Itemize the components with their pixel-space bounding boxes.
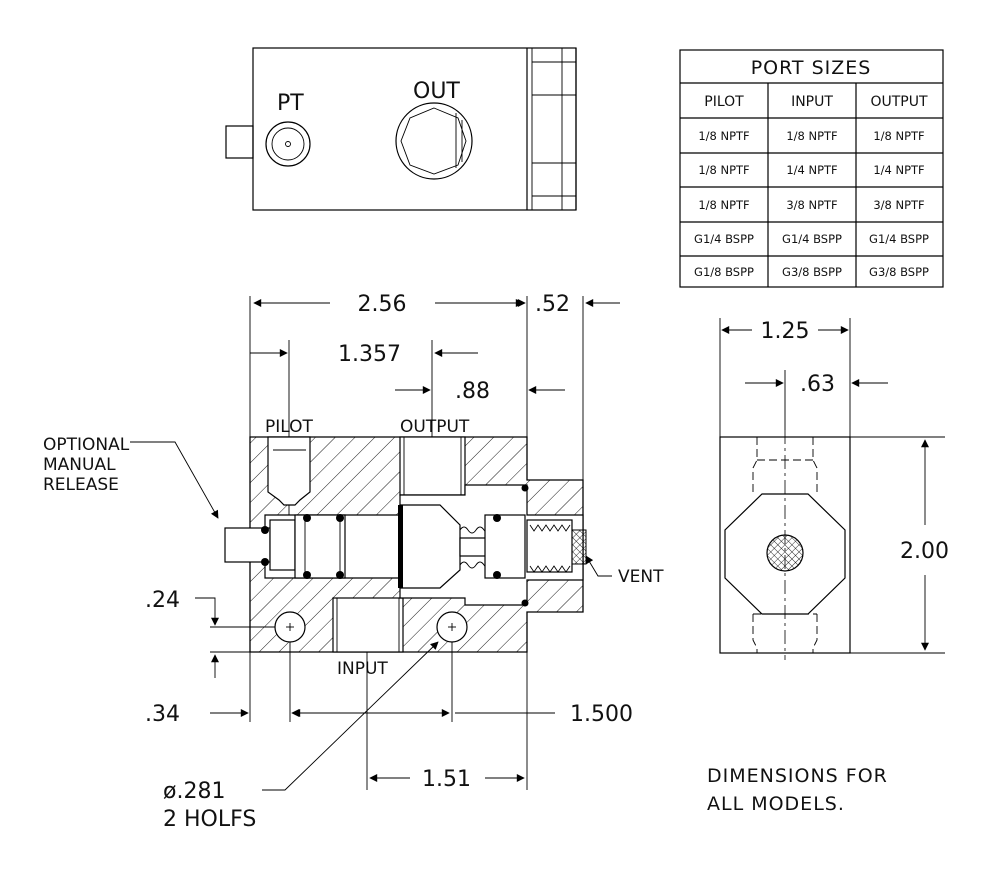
table-cell: 1/8 NPTF	[698, 163, 749, 177]
dim-height: 2.00	[900, 539, 949, 564]
o-ring	[493, 514, 501, 522]
input-port-cavity	[332, 597, 404, 653]
o-ring	[521, 484, 529, 492]
dim-input-offset: 1.51	[422, 767, 471, 792]
table-cell: 1/4 NPTF	[873, 163, 924, 177]
dim-width: 1.25	[761, 319, 810, 344]
dim-pilot-to-output: 1.357	[338, 342, 401, 367]
header-output: OUTPUT	[870, 94, 928, 110]
note-line-2: ALL MODELS.	[707, 793, 845, 815]
pilot-port-cavity	[267, 436, 311, 506]
output-label: OUTPUT	[400, 417, 470, 437]
table-cell: G3/8 BSPP	[782, 265, 842, 279]
dim-hole-edge: .34	[145, 702, 180, 727]
piston	[294, 514, 346, 579]
table-cell: 1/4 NPTF	[786, 163, 837, 177]
manual-release-label-1: OPTIONAL	[43, 435, 130, 455]
hole-count-label: 2 HOLFS	[163, 807, 256, 832]
dim-center: .63	[800, 372, 835, 397]
out-port	[395, 102, 473, 180]
dim-cap-length: .52	[535, 292, 570, 317]
port-sizes-table: PORT SIZES PILOT INPUT OUTPUT 1/8 NPTF 1…	[679, 49, 944, 288]
vent-filter	[571, 529, 587, 565]
cap-spring	[526, 519, 573, 573]
o-ring	[261, 526, 269, 534]
table-title: PORT SIZES	[751, 57, 872, 79]
input-label: INPUT	[337, 659, 388, 679]
output-port-cavity	[399, 436, 466, 496]
manual-release-label-2: MANUAL	[43, 455, 116, 475]
o-ring	[303, 514, 311, 522]
header-pilot: PILOT	[704, 94, 744, 110]
table-cell: G1/8 BSPP	[694, 265, 754, 279]
table-cell: 1/8 NPTF	[786, 129, 837, 143]
table-cell: G1/4 BSPP	[869, 232, 929, 246]
o-ring	[336, 571, 344, 579]
manual-release-stub	[225, 125, 254, 159]
o-ring	[521, 599, 529, 607]
header-input: INPUT	[791, 94, 833, 110]
manual-release-label-3: RELEASE	[43, 475, 119, 495]
end-view: 1.25 .63 2.00	[719, 318, 949, 660]
hole-diameter-label: ø.281	[163, 779, 225, 804]
table-cell: 1/8 NPTF	[698, 198, 749, 212]
pt-label: PT	[277, 91, 304, 116]
o-ring	[336, 514, 344, 522]
section-view: PILOT OUTPUT INPUT OPTIONAL MANUAL RELEA…	[43, 292, 664, 832]
table-cell: 1/8 NPTF	[873, 129, 924, 143]
dim-hole-spacing: 1.500	[570, 702, 633, 727]
table-cell: 3/8 NPTF	[873, 198, 924, 212]
dim-output-to-body: .88	[455, 379, 490, 404]
dim-hole-height: .24	[145, 588, 180, 613]
table-cell: G1/4 BSPP	[782, 232, 842, 246]
o-ring	[493, 571, 501, 579]
spool	[484, 514, 526, 579]
pt-port	[265, 121, 311, 167]
table-cell: 3/8 NPTF	[786, 198, 837, 212]
dim-overall-length: 2.56	[358, 292, 407, 317]
poppet	[399, 504, 461, 589]
note-line-1: DIMENSIONS FOR	[707, 765, 888, 787]
table-cell: G1/4 BSPP	[694, 232, 754, 246]
o-ring	[261, 558, 269, 566]
o-ring	[303, 571, 311, 579]
table-cell: G3/8 BSPP	[869, 265, 929, 279]
vent-label: VENT	[618, 567, 664, 587]
top-view: PT OUT	[225, 47, 577, 211]
out-label: OUT	[413, 79, 460, 104]
table-cell: 1/8 NPTF	[698, 129, 749, 143]
